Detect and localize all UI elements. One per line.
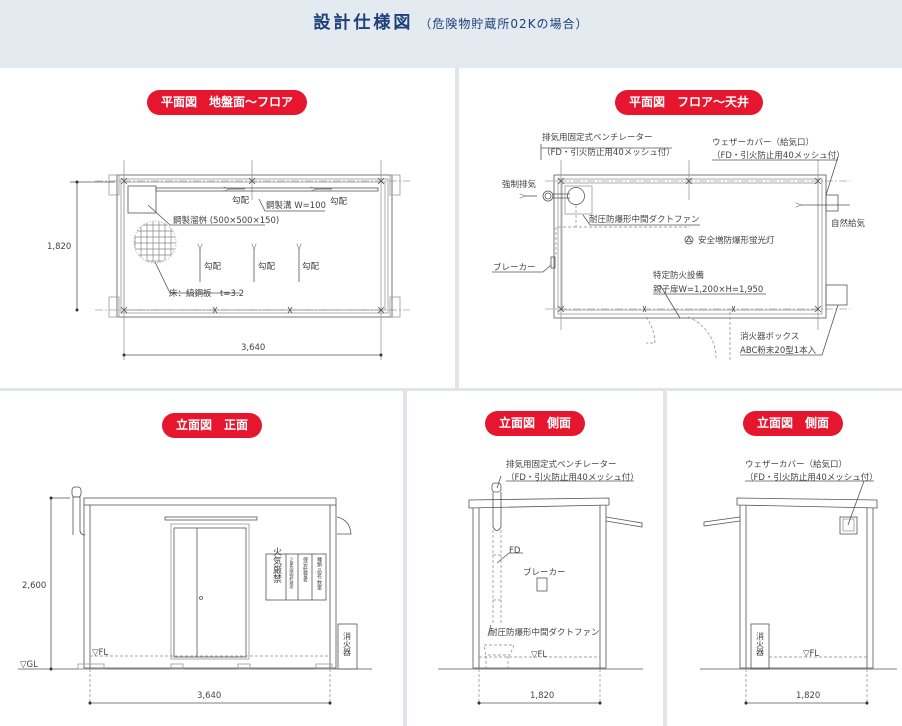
slope-label: 勾配 [258, 261, 276, 272]
dimension-width: 1,820 [796, 691, 820, 701]
plan-ceiling-drawing: 排気用固定式ベンチレーター （FD・引火防止用40メッシュ付） ウェザーカバー（… [492, 132, 866, 362]
weather-cover-label-2: （FD・引火防止用40メッシュ付） [745, 472, 878, 483]
elevation-side-left-drawing: 排気用固定式ベンチレーター （FD・引火防止用40メッシュ付） FD ブレーカー… [438, 459, 643, 705]
fl-label: ▽FL [92, 648, 108, 658]
extinguisher-label: 消火器 [756, 631, 765, 657]
weather-hood [336, 516, 352, 535]
dimension-width: 1,820 [530, 691, 554, 701]
extinguisher-box-icon [825, 284, 848, 306]
sign-line-2: 種類 品名 数量 [316, 556, 322, 591]
label-elevation-side-right: 立面図 側面 [742, 411, 844, 436]
fl-label: ▽FL [803, 649, 819, 659]
label-plan-floor: 平面図 地盤面〜フロア [146, 90, 308, 115]
fire-door-size-label: 親子扉W=1,200×H=1,950 [653, 284, 763, 295]
dimension-width: 3,640 [197, 691, 221, 701]
fd-label: FD [509, 546, 521, 556]
weather-cover-label-2: （FD・引火防止用40メッシュ付） [712, 150, 845, 161]
ventilator-label: 排気用固定式ベンチレーター [506, 459, 617, 470]
title-main: 設計仕様図 [313, 13, 414, 33]
breaker-icon [536, 577, 548, 592]
ventilator-label-2: （FD・引火防止用40メッシュ付） [506, 472, 639, 483]
dimension-width: 3,640 [241, 343, 265, 353]
slope-label: 勾配 [330, 196, 348, 207]
dimension-height: 1,820 [47, 242, 71, 252]
weather-cover-icon [839, 516, 858, 535]
extinguisher-box-label: 消火器ボックス [740, 331, 799, 342]
slope-label: 勾配 [232, 195, 250, 206]
extinguisher-label: 消火器 [343, 631, 352, 657]
breaker-label: ブレーカー [523, 567, 566, 578]
gutter-leader [258, 198, 325, 212]
gutter-label: 鋼製溝 W=100 [266, 200, 326, 211]
ventilator-icon [491, 482, 502, 493]
label-elevation-front: 立面図 正面 [161, 413, 263, 438]
ventilator-label-2: （FD・引火防止用40メッシュ付） [542, 147, 675, 158]
slope-label: 勾配 [302, 261, 320, 272]
weather-cover-label: ウェザーカバー（給気口） [712, 137, 814, 148]
natural-intake-label: 自然給気 [831, 218, 866, 229]
plan-floor-drawing: 勾配 鋼製溝 W=100 勾配 鋼製溜桝 (500×500×150) 勾配 勾配… [47, 160, 410, 360]
extinguisher-box-label-2: ABC粉末20型1本入 [740, 345, 817, 356]
panel-elevation-side-right [667, 391, 902, 726]
sign-line-3: 保安監督者 [302, 556, 308, 583]
vent-pipe [72, 496, 86, 536]
gl-label: ▽GL [20, 660, 38, 670]
elevation-side-right-drawing: 消火器 ウェザーカバー（給気口） （FD・引火防止用40メッシュ付） ▽FL 1… [700, 459, 897, 705]
breaker-icon [550, 256, 556, 269]
elevation-front-drawing: 火気厳禁 少量危険物貯蔵所 種類 品名 数量 保安監督者 消火器 2,600 ▽… [18, 486, 372, 705]
floor-label: 床：縞鋼板 t=3.2 [169, 288, 244, 299]
weather-cover-label: ウェザーカバー（給気口） [745, 459, 847, 470]
duct-fan-label: 耐圧防爆形中間ダクトファン [489, 627, 600, 638]
sign-line-1: 少量危険物貯蔵所 [290, 557, 295, 590]
door [173, 527, 247, 658]
title-subtitle: （危険物貯蔵所02Kの場合） [419, 17, 589, 31]
light-icon [684, 235, 694, 245]
label-elevation-side-left: 立面図 側面 [484, 411, 586, 436]
extinguisher-box [337, 623, 358, 670]
checker-plate-icon [133, 220, 177, 264]
ventilator-icon [542, 190, 554, 202]
pit-leader [147, 204, 265, 226]
slope-label: 勾配 [204, 261, 222, 272]
forced-exhaust-label: 強制排気 [502, 179, 537, 190]
light-label: 安全増防爆形蛍光灯 [698, 235, 775, 246]
page-header: 設計仕様図 （危険物貯蔵所02Kの場合） [0, 0, 902, 68]
sign-fire-prohibited: 火気厳禁 [271, 547, 282, 583]
extinguisher-box [750, 623, 770, 670]
post-markers [120, 177, 385, 314]
warning-sign: 火気厳禁 少量危険物貯蔵所 種類 品名 数量 保安監督者 [265, 547, 327, 601]
duct-fan-label: 耐圧防爆形中間ダクトファン [589, 214, 700, 225]
duct-fan-icon [567, 187, 585, 205]
panel-elevation-side-left [407, 391, 663, 726]
fl-label: ▽FL [531, 650, 547, 660]
weather-cover-icon [825, 194, 839, 212]
breaker-label: ブレーカー [493, 262, 536, 273]
ventilator-icon [71, 486, 82, 498]
door-canopy [164, 516, 258, 521]
fire-door-label: 特定防火設備 [653, 270, 705, 281]
dimension-height: 2,600 [22, 581, 46, 591]
label-plan-ceiling: 平面図 フロア〜天井 [614, 90, 764, 115]
pit-label: 鋼製溜桝 (500×500×150) [173, 215, 279, 226]
page-title: 設計仕様図 （危険物貯蔵所02Kの場合） [0, 8, 902, 33]
panel-plan-floor [0, 68, 455, 388]
ventilator-label: 排気用固定式ベンチレーター [542, 132, 653, 143]
